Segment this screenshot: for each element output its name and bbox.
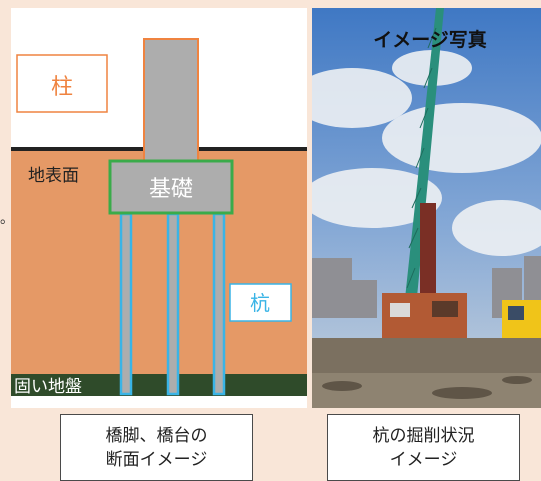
edge-mark: 。 — [0, 211, 14, 227]
hard-ground-layer — [11, 374, 307, 396]
photo-caption-box: 杭の掘削状況 イメージ — [327, 414, 520, 481]
cross-section-diagram: 基礎 柱 地表面 杭 固い地盤 — [11, 8, 307, 408]
column-label: 柱 — [51, 75, 73, 100]
background-buildings — [312, 256, 541, 318]
hard-ground-label: 固い地盤 — [14, 377, 82, 397]
column-label-box — [16, 54, 108, 113]
pile-label-box — [229, 283, 292, 322]
section-caption-box: 橋脚、橋台の 断面イメージ — [60, 414, 253, 481]
crane-boom — [404, 8, 444, 308]
clouds — [312, 50, 541, 256]
section-caption-line2: 断面イメージ — [105, 450, 208, 470]
pier-column — [143, 38, 199, 164]
ground-surface-label: 地表面 — [28, 166, 79, 186]
construction-photo: イメージ写真 — [312, 8, 541, 408]
section-caption-line1: 橋脚、橋台の — [105, 426, 208, 446]
pile-label: 杭 — [250, 291, 270, 315]
casing-pipe — [420, 203, 436, 313]
rig-cab — [432, 301, 458, 317]
excavator-window — [508, 306, 524, 320]
foundation-block — [108, 159, 234, 215]
crane-lattice — [406, 27, 437, 289]
pile-right — [212, 212, 226, 396]
foundation-label: 基礎 — [149, 177, 193, 202]
debris — [322, 376, 532, 399]
rig-panel — [390, 303, 410, 317]
pile-left — [119, 212, 133, 396]
photo-caption-line2: イメージ — [389, 450, 458, 470]
cross-section-svg: 基礎 柱 地表面 杭 固い地盤 — [11, 38, 307, 397]
photo-title: イメージ写真 — [373, 28, 487, 51]
photo-caption-line1: 杭の掘削状況 — [372, 426, 475, 446]
pile-center — [166, 212, 180, 396]
photo-illustration: イメージ写真 — [312, 8, 541, 408]
